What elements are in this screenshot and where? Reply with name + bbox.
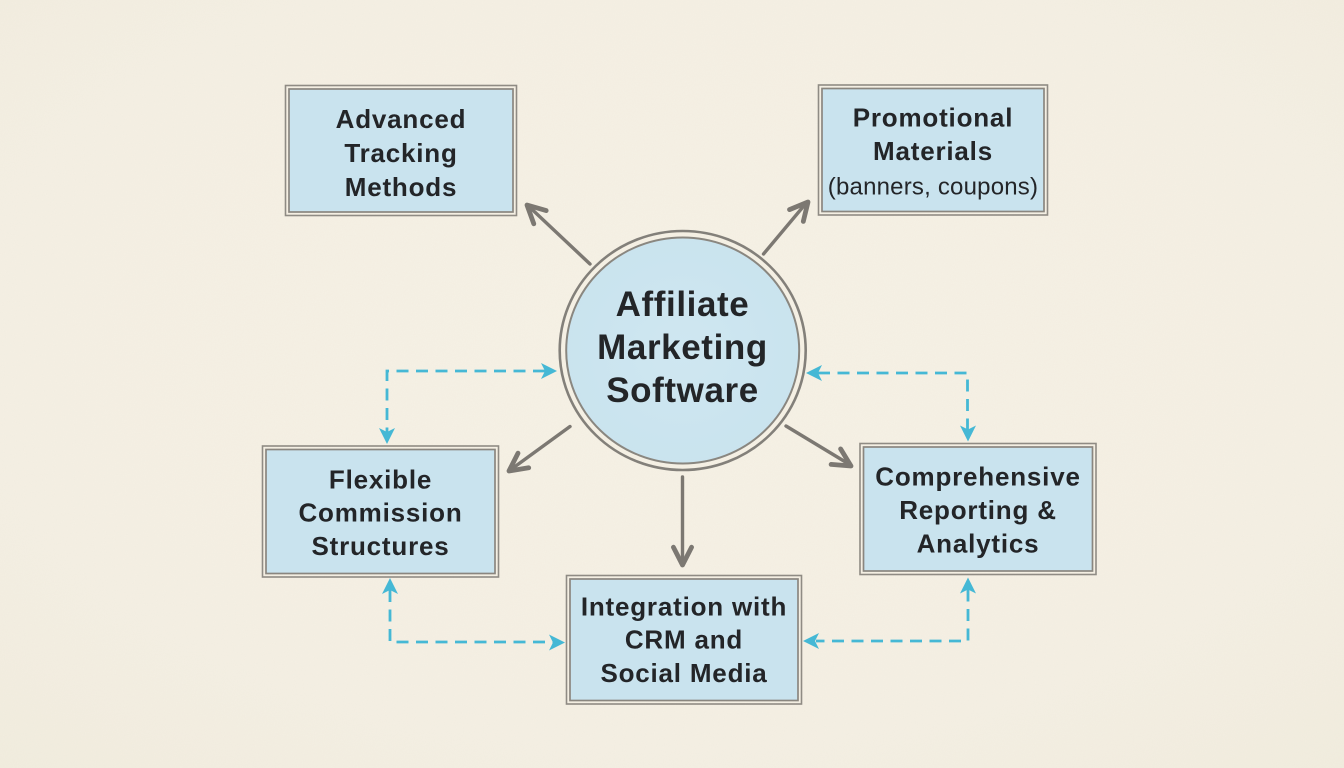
svg-text:(banners, coupons): (banners, coupons) [828, 174, 1038, 201]
svg-text:Reporting &: Reporting & [899, 495, 1057, 525]
svg-text:Methods: Methods [345, 172, 457, 202]
svg-text:Social Media: Social Media [600, 658, 767, 688]
svg-text:Materials: Materials [873, 136, 993, 166]
svg-text:Affiliate: Affiliate [616, 285, 750, 324]
svg-text:Integration with: Integration with [581, 591, 787, 621]
svg-text:Analytics: Analytics [917, 528, 1040, 558]
svg-text:Flexible: Flexible [329, 464, 432, 494]
svg-text:Software: Software [606, 371, 759, 410]
svg-text:Commission: Commission [298, 498, 462, 528]
svg-text:Structures: Structures [311, 531, 449, 561]
svg-text:CRM and: CRM and [625, 625, 743, 655]
svg-text:Tracking: Tracking [344, 138, 457, 168]
svg-text:Promotional: Promotional [853, 102, 1013, 132]
svg-text:Advanced: Advanced [336, 104, 467, 134]
svg-text:Marketing: Marketing [597, 328, 768, 367]
svg-text:Comprehensive: Comprehensive [875, 462, 1080, 492]
